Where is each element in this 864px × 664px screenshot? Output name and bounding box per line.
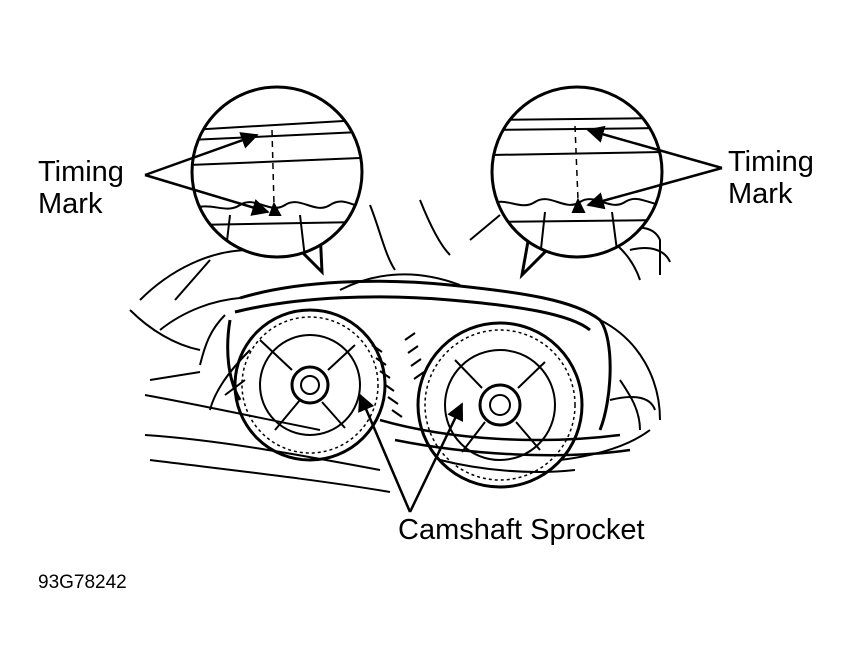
- belt-teeth: [371, 332, 425, 418]
- timing-mark-right-arrow-upper: [586, 125, 723, 170]
- timing-mark-left-line1: Timing: [38, 156, 124, 188]
- figure-code: 93G78242: [38, 572, 127, 593]
- camshaft-sprocket-arrow-right: [408, 402, 464, 513]
- engine-background-lines: [129, 199, 671, 493]
- timing-mark-left-arrow-upper: [144, 132, 259, 177]
- timing-mark-left-label: Timing Mark: [38, 156, 124, 220]
- leader-arrows: [144, 125, 723, 513]
- magnified-view-left: [190, 85, 364, 276]
- timing-mark-left-arrow-lower: [144, 173, 270, 216]
- timing-mark-right-line1: Timing: [728, 146, 814, 178]
- magnified-view-right: [490, 85, 664, 280]
- timing-mark-right-line2: Mark: [728, 178, 793, 210]
- timing-mark-right-label: Timing Mark: [728, 146, 814, 210]
- camshaft-sprocket-right: [416, 321, 584, 489]
- camshaft-sprocket-left: [233, 308, 387, 462]
- timing-mark-right-arrow-lower: [586, 166, 723, 210]
- timing-mark-left-line2: Mark: [38, 188, 103, 220]
- camshaft-sprocket-label: Camshaft Sprocket: [398, 514, 645, 546]
- belt-housing-lower: [379, 418, 631, 457]
- camshaft-sprocket-arrow-left: [358, 393, 412, 513]
